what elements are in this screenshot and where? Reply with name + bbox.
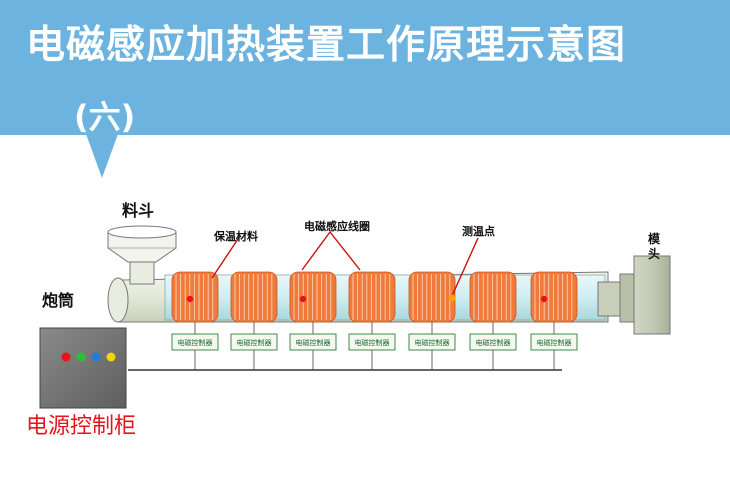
temp-sensor-dot: [540, 295, 548, 303]
indicator-light: [76, 352, 86, 362]
die-head-label-2: 头: [648, 246, 660, 261]
induction-coil: [230, 271, 278, 323]
induction-coil: [289, 271, 337, 323]
induction-coil: [469, 271, 517, 323]
power-cabinet: [39, 327, 127, 409]
hopper-label: 料斗: [122, 201, 154, 220]
temp-sensor-dot: [186, 295, 194, 303]
indicator-light: [91, 352, 101, 362]
temp-point-label: 测温点: [462, 224, 495, 238]
induction-coil: [530, 271, 578, 323]
controller-label: 电磁控制器: [296, 338, 331, 347]
induction-coil: [348, 271, 396, 323]
indicator-light: [61, 352, 71, 362]
insulation-label: 保温材料: [213, 229, 258, 243]
page-subtitle: (六): [74, 98, 136, 136]
controller-label: 电磁控制器: [476, 338, 511, 347]
controller-label: 电磁控制器: [415, 338, 450, 347]
controller-label: 电磁控制器: [178, 338, 213, 347]
hopper: [107, 225, 177, 285]
controller-label: 电磁控制器: [537, 338, 572, 347]
barrel-label: 炮筒: [42, 291, 74, 310]
coil-label: 电磁感应线圈: [304, 219, 370, 233]
induction-coil: [171, 271, 219, 323]
cabinet-label: 电源控制柜: [26, 414, 137, 439]
die-head-label-1: 模: [648, 231, 661, 246]
leader-lines: [211, 231, 479, 297]
cabinet-lights: [61, 352, 116, 362]
temp-point-marker: [448, 294, 456, 302]
indicator-light: [106, 352, 116, 362]
page-title: 电磁感应加热装置工作原理示意图: [26, 23, 627, 68]
temp-sensor-dot: [299, 295, 307, 303]
controller-label: 电磁控制器: [355, 338, 390, 347]
header-banner: [0, 0, 730, 135]
coil-group: [171, 271, 578, 323]
controller-group: 电磁控制器 电磁控制器 电磁控制器 电磁控制器 电磁控制器 电磁控制器 电磁控制器: [171, 322, 578, 370]
induction-coil: [408, 271, 456, 323]
die-head: [597, 255, 671, 335]
controller-label: 电磁控制器: [237, 338, 272, 347]
